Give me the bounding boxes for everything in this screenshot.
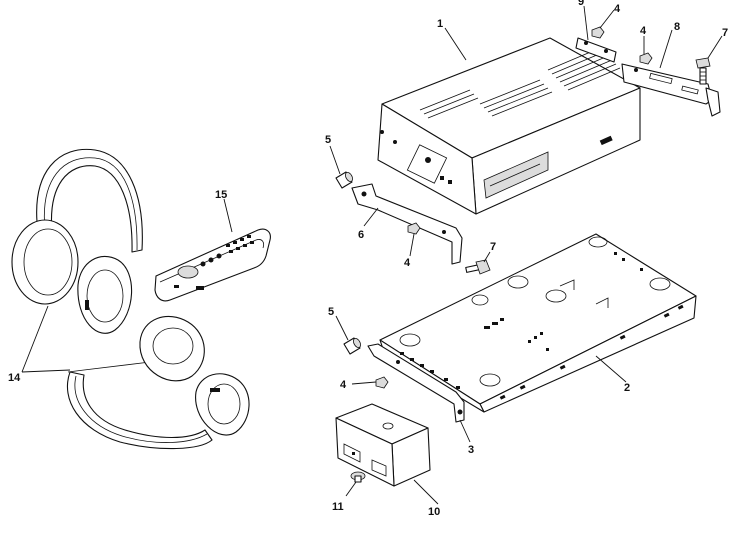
callout-1: 1	[437, 18, 443, 30]
callout-15: 15	[215, 189, 227, 201]
callout-8: 8	[674, 21, 680, 33]
callout-4-mid: 4	[404, 257, 411, 269]
callout-2: 2	[624, 382, 630, 394]
module-box-icon	[335, 403, 431, 487]
nut-icon	[375, 376, 389, 389]
callout-7-top: 7	[722, 27, 728, 39]
pin-icon	[343, 337, 362, 355]
bolt-icon	[465, 259, 491, 275]
callout-5-top: 5	[325, 134, 331, 146]
callout-11: 11	[332, 501, 344, 513]
bracket-icon	[351, 183, 463, 265]
cd-changer-unit-icon	[377, 37, 641, 215]
callout-3: 3	[468, 444, 474, 456]
callout-9: 9	[578, 0, 584, 8]
callout-4-right: 4	[640, 25, 647, 37]
screw-icon	[350, 471, 366, 483]
callout-4-top: 4	[614, 3, 621, 15]
wireless-headphones-icon	[11, 148, 250, 450]
remote-control-icon	[154, 228, 271, 302]
callout-4-bottom: 4	[340, 379, 347, 391]
nut-icon	[407, 222, 421, 235]
callout-10: 10	[428, 506, 440, 518]
bolt-icon	[695, 57, 711, 85]
callout-6: 6	[358, 229, 364, 241]
clip-bracket-icon	[575, 37, 617, 63]
bracket-icon	[367, 343, 465, 423]
nut-icon	[591, 26, 605, 39]
callout-7-mid: 7	[490, 241, 496, 253]
nut-icon	[639, 52, 653, 65]
pin-icon	[335, 171, 354, 189]
callout-5-bottom: 5	[328, 306, 334, 318]
callout-14: 14	[8, 372, 21, 384]
bracket-icon	[621, 63, 721, 117]
